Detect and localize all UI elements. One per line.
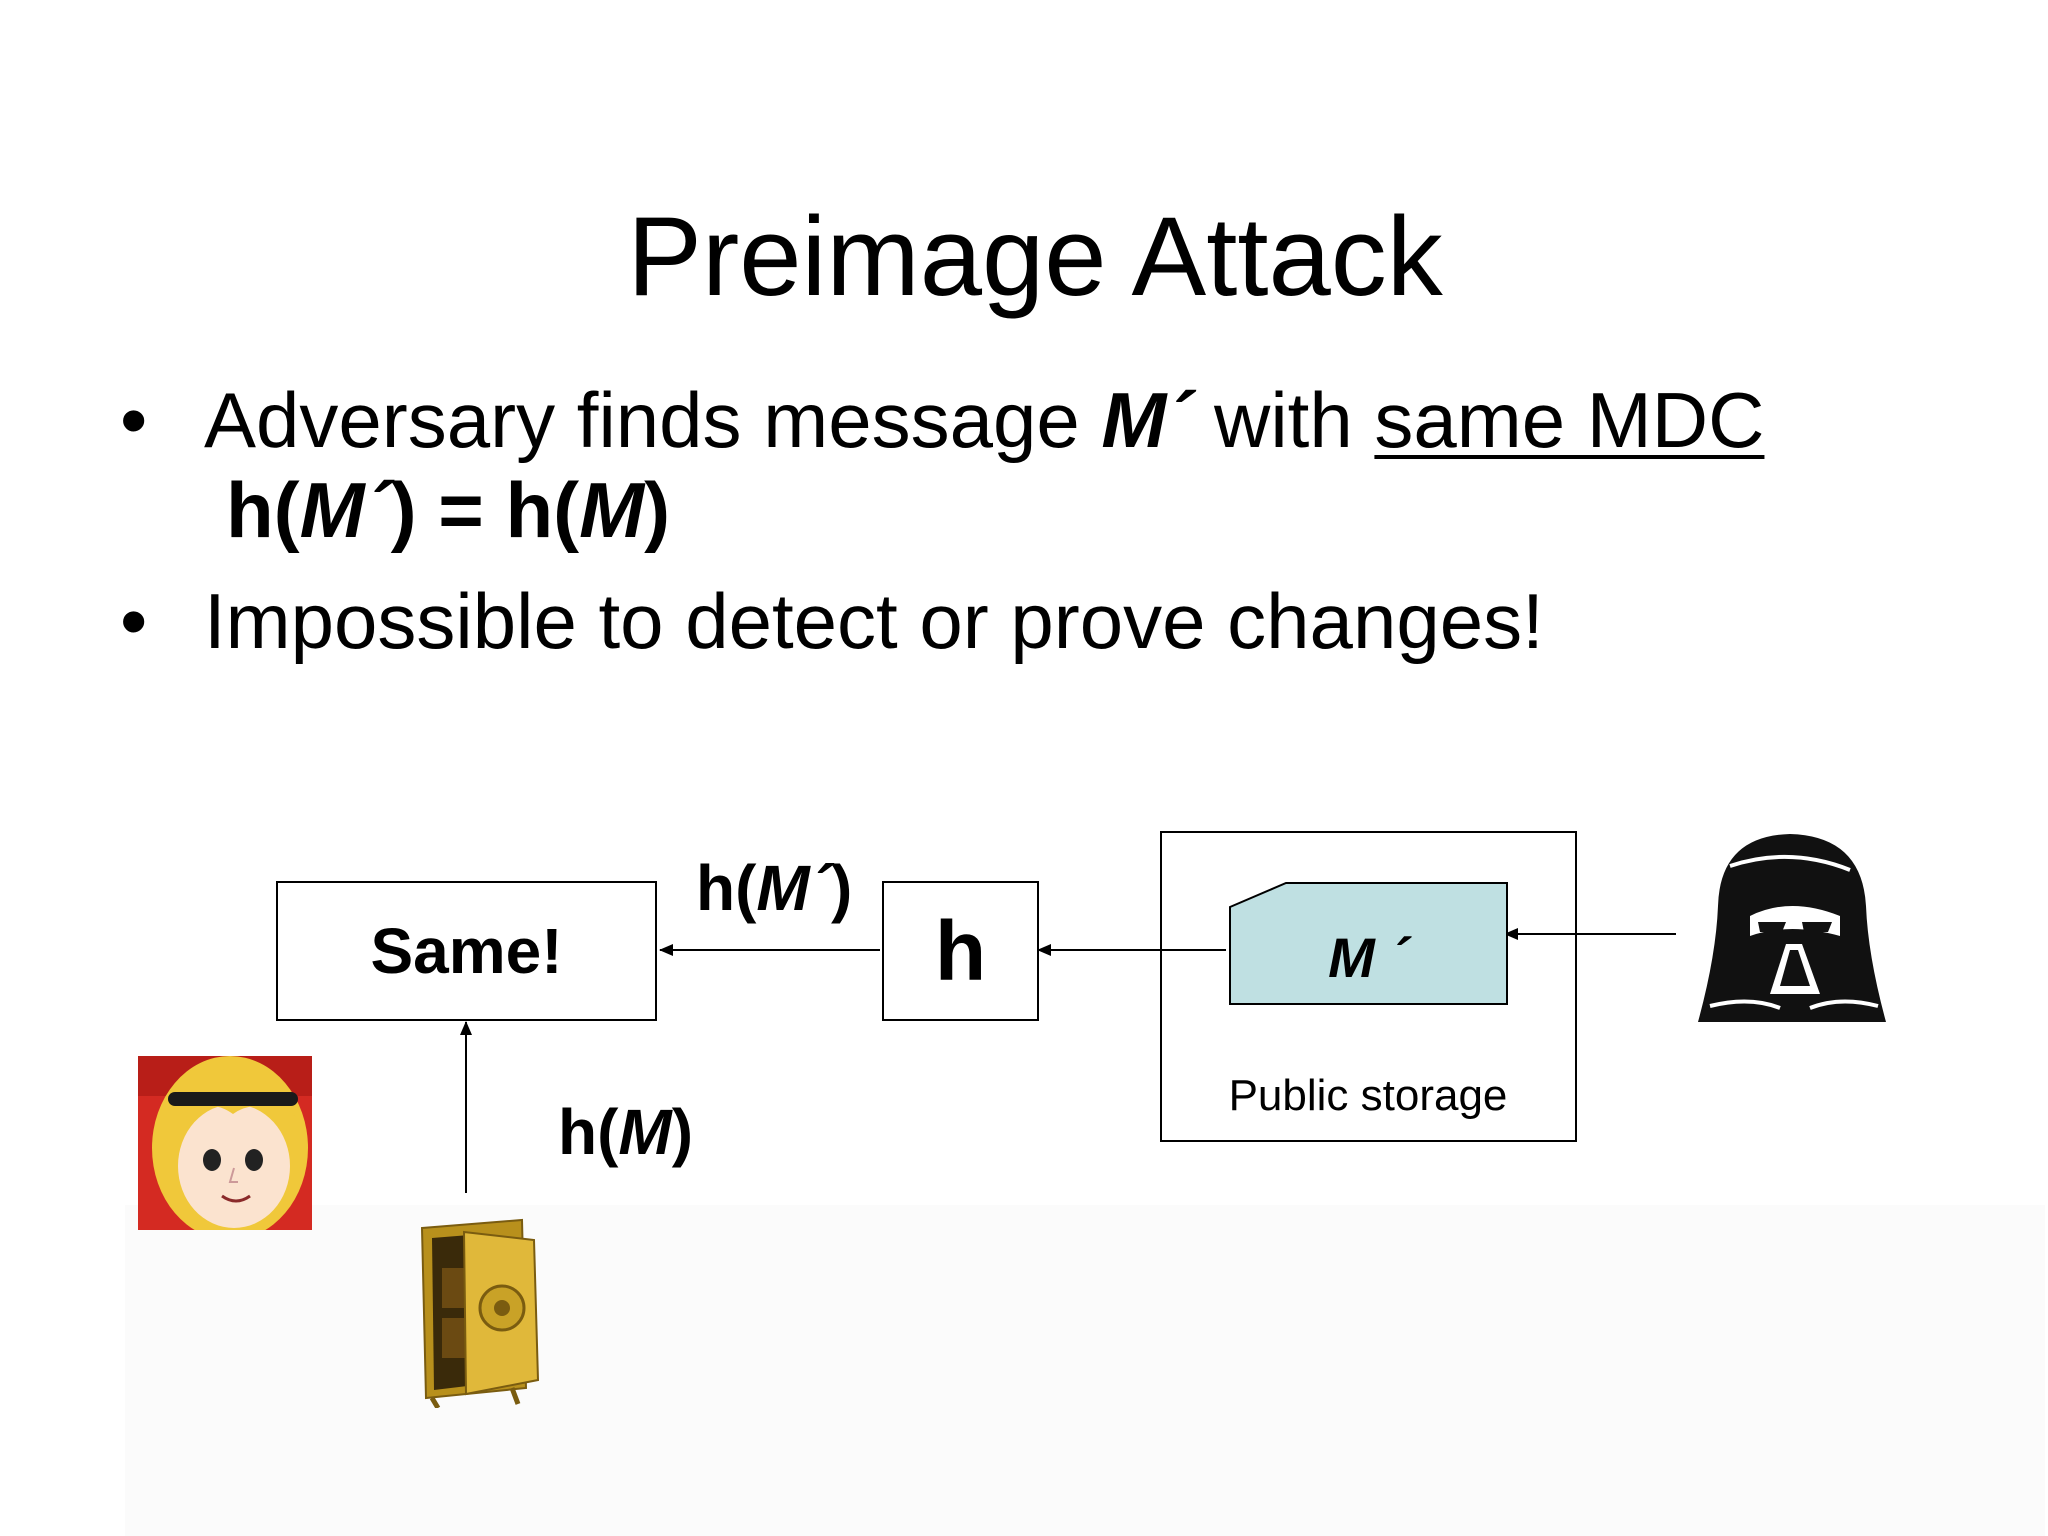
hm-post: ) [671, 1096, 694, 1168]
hm-prime-post: ) [831, 852, 853, 924]
same-box: Same! [276, 881, 657, 1021]
formula-h1: h( [226, 466, 300, 554]
bullet1-with: with [1192, 376, 1375, 464]
darth-vader-icon [1690, 826, 1894, 1032]
bullet2-text: Impossible to detect or prove changes! [204, 577, 1544, 665]
message-label: M ´ [1328, 926, 1409, 989]
formula-m: M [579, 466, 645, 554]
bullet1-formula: h(M´) = h(M) [226, 465, 670, 555]
hm-prime-pre: h( [696, 852, 757, 924]
public-storage-label: Public storage [1228, 1071, 1508, 1120]
bullet-glyph-2: • [120, 577, 148, 665]
bullet-glyph: • [120, 376, 148, 464]
hm-prime-label: h(M´) [696, 848, 852, 928]
formula-close: ) [644, 466, 671, 554]
same-label: Same! [370, 915, 563, 987]
vault-safe-icon [402, 1208, 550, 1410]
slide-title: Preimage Attack [627, 194, 1443, 319]
bullet1-same-mdc: same MDC [1374, 376, 1765, 464]
hash-label: h [934, 904, 987, 998]
alice-icon [138, 1056, 312, 1240]
formula-m-prime: M´ [299, 466, 391, 554]
bullet1-m-prime: M´ [1101, 376, 1193, 464]
hm-label: h(M) [558, 1092, 693, 1172]
formula-eq: ) = h( [390, 466, 580, 554]
hm-prime-m: M´ [756, 852, 832, 924]
bullet1-text: Adversary finds message [204, 376, 1102, 464]
bullet-adversary: • Adversary finds message M´ with same MD… [120, 375, 1764, 465]
hash-box: h [882, 881, 1039, 1021]
hm-pre: h( [558, 1096, 619, 1168]
public-storage-box [1160, 831, 1577, 1142]
bullet-impossible: • Impossible to detect or prove changes! [120, 576, 1544, 666]
hm-m: M [618, 1096, 672, 1168]
